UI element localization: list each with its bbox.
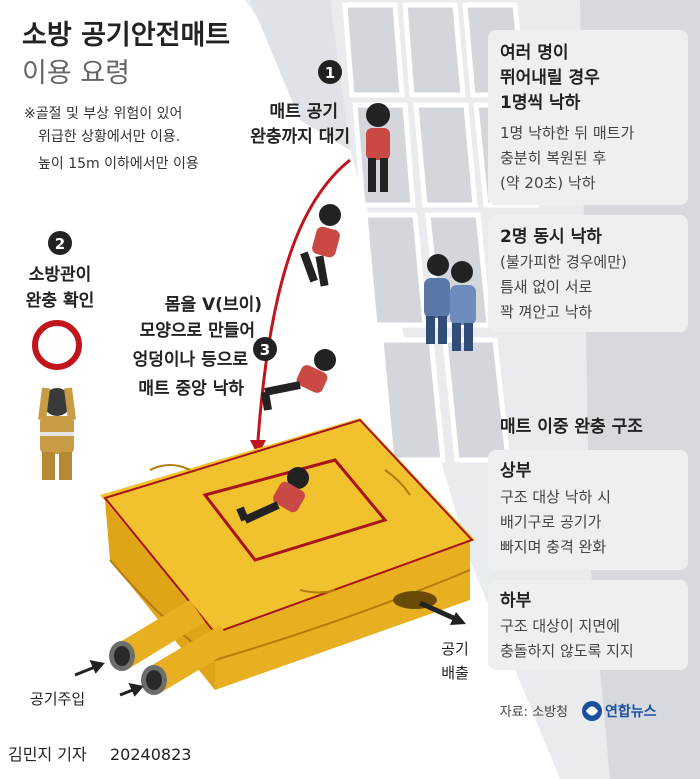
logo-text: 연합뉴스	[605, 703, 657, 720]
note-line: ※골절 및 부상 위험이 있어	[24, 106, 182, 122]
info-heading: 1명씩 낙하	[500, 93, 581, 113]
person-falling	[300, 204, 341, 287]
step-number: 2	[55, 235, 65, 253]
info-body: (불가피한 경우에만)	[500, 253, 627, 271]
note-line: 높이 15m 이하에서만 이용	[38, 156, 199, 172]
step-label: 모양으로 만들어	[140, 321, 255, 341]
structure-title: 매트 이중 완충 구조	[500, 417, 643, 437]
two-people-hugging	[424, 254, 476, 351]
main-title: 소방 공기안전매트	[22, 20, 230, 51]
air-in-label: 공기주입	[30, 690, 85, 708]
step-label: 소방관이	[29, 265, 92, 285]
fall-trajectory	[256, 158, 351, 441]
byline: 김민지 기자	[8, 745, 87, 764]
structure-heading: 하부	[500, 591, 532, 611]
step-number: 1	[325, 64, 335, 82]
usage-note: ※골절 및 부상 위험이 있어 위급한 상황에서만 이용. 높이 15m 이하에…	[24, 106, 199, 172]
person-landed	[236, 467, 309, 524]
structure-body: 충돌하지 않도록 지지	[500, 642, 634, 660]
step-label: 완충 확인	[26, 291, 94, 311]
person-v-shape	[261, 349, 336, 411]
info-body: 꽉 껴안고 낙하	[500, 303, 593, 321]
person-waiting	[366, 103, 390, 192]
air-mat	[100, 418, 475, 690]
structure-upper-box: 상부 구조 대상 낙하 시 배기구로 공기가 빠지며 충격 완화	[488, 450, 688, 570]
fall-arrowhead	[250, 440, 266, 456]
sub-title: 이용 요령	[22, 58, 130, 89]
info-box-two-together: 2명 동시 낙하 (불가피한 경우에만) 틈새 없이 서로 꽉 껴안고 낙하	[488, 215, 688, 332]
structure-body: 구조 대상 낙하 시	[500, 488, 611, 506]
structure-body: 빠지며 충격 완화	[500, 538, 606, 556]
step-3: 3 몸을 V(브이) 모양으로 만들어 엉덩이나 등으로 매트 중앙 낙하	[133, 295, 277, 399]
step-label: 매트 공기	[270, 102, 338, 122]
step-label: 엉덩이나 등으로	[133, 350, 249, 370]
air-out-label: 공기	[441, 640, 469, 658]
step-label: 완충까지 대기	[250, 127, 350, 147]
step-number: 3	[260, 341, 270, 359]
firefighter	[32, 320, 82, 480]
structure-heading: 상부	[500, 461, 532, 481]
info-body: 충분히 복원된 후	[500, 149, 606, 167]
yonhap-logo: 연합뉴스	[582, 701, 657, 721]
step-2: 2 소방관이 완충 확인	[26, 231, 94, 311]
date: 20240823	[110, 745, 191, 764]
note-line: 위급한 상황에서만 이용.	[38, 129, 180, 145]
ok-sign-icon	[32, 320, 82, 370]
air-tubes	[109, 600, 235, 695]
air-in-arrows	[74, 659, 144, 697]
info-heading: 2명 동시 낙하	[500, 227, 602, 247]
info-body: 틈새 없이 서로	[500, 278, 593, 296]
structure-lower-box: 하부 구조 대상이 지면에 충돌하지 않도록 지지	[488, 580, 688, 670]
info-body: 1명 낙하한 뒤 매트가	[500, 124, 634, 142]
step-1: 1 매트 공기 완충까지 대기	[250, 60, 350, 147]
info-body: (약 20초) 낙하	[500, 174, 596, 192]
air-out-label: 배출	[441, 664, 469, 682]
source-text: 자료: 소방청	[500, 705, 568, 720]
air-out-arrow	[418, 600, 466, 625]
structure-body: 구조 대상이 지면에	[500, 617, 620, 635]
info-heading: 뛰어내릴 경우	[500, 68, 600, 88]
step-label: 몸을 V(브이)	[165, 295, 262, 315]
step-label: 매트 중앙 낙하	[138, 379, 244, 399]
info-box-one-at-a-time: 여러 명이 뛰어내릴 경우 1명씩 낙하 1명 낙하한 뒤 매트가 충분히 복원…	[488, 30, 688, 205]
structure-body: 배기구로 공기가	[500, 513, 602, 531]
info-heading: 여러 명이	[500, 43, 568, 63]
